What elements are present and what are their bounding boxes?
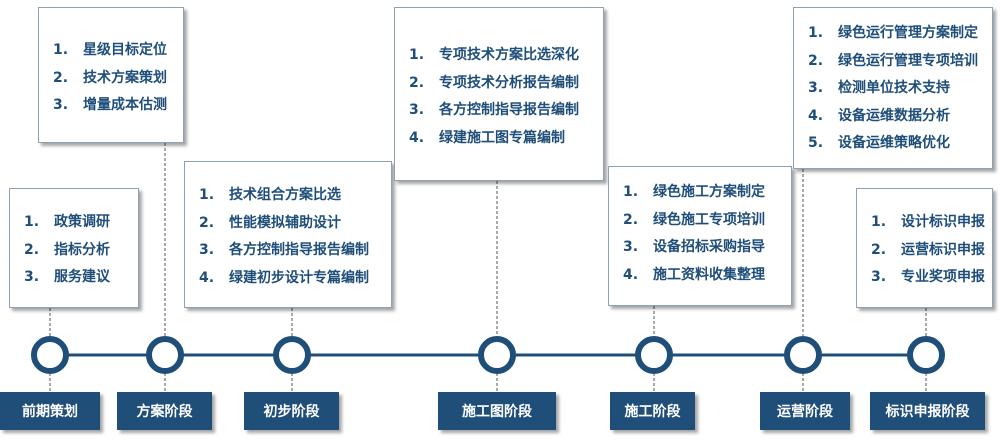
list-item: 3.各方控制指导报告编制 <box>199 242 369 258</box>
stage-label-certification: 标识申报阶段 <box>870 392 985 430</box>
stage-label-operation: 运营阶段 <box>760 392 850 430</box>
timeline-node <box>273 336 311 374</box>
card-operation: 1.绿色运行管理方案制定 2.绿色运行管理专项培训 3.检测单位技术支持 4.设… <box>793 7 993 169</box>
list-item: 1.星级目标定位 <box>53 42 167 58</box>
stage-label-construction: 施工阶段 <box>610 392 695 430</box>
list-item: 4.绿建施工图专篇编制 <box>409 129 565 146</box>
stage-label-scheme: 方案阶段 <box>117 392 212 430</box>
stage-label-preliminary: 初步阶段 <box>244 392 339 430</box>
list-item: 3.检测单位技术支持 <box>808 80 950 96</box>
card-scheme: 1.星级目标定位 2.技术方案策划 3.增量成本估测 <box>38 7 184 143</box>
list-item: 2.运营标识申报 <box>871 241 985 258</box>
list-item: 3.各方控制指导报告编制 <box>409 102 579 118</box>
timeline-node <box>635 336 673 374</box>
list-item: 4.绿建初步设计专篇编制 <box>199 269 369 286</box>
list-item: 1.政策调研 <box>24 214 110 230</box>
card-certification: 1.设计标识申报 2.运营标识申报 3.专业奖项申报 <box>856 188 993 308</box>
stage-label-planning: 前期策划 <box>0 392 100 430</box>
list-item: 1.绿色运行管理方案制定 <box>808 25 978 41</box>
list-item: 2.指标分析 <box>24 241 110 258</box>
list-item: 5.设备运维策略优化 <box>808 135 950 151</box>
timeline-node <box>907 336 945 374</box>
list-item: 3.专业奖项申报 <box>871 269 985 285</box>
list-item: 2.绿色运行管理专项培训 <box>808 52 978 69</box>
list-item: 1.专项技术方案比选深化 <box>409 47 579 63</box>
timeline-node <box>146 336 184 374</box>
stage-label-construction-drawing: 施工图阶段 <box>438 392 556 430</box>
card-construction-drawing: 1.专项技术方案比选深化 2.专项技术分析报告编制 3.各方控制指导报告编制 4… <box>394 7 604 181</box>
timeline-node <box>31 336 69 374</box>
list-item: 1.设计标识申报 <box>871 214 985 230</box>
list-item: 3.服务建议 <box>24 269 110 285</box>
list-item: 2.专项技术分析报告编制 <box>409 74 579 91</box>
list-item: 3.增量成本估测 <box>53 97 167 113</box>
timeline-node <box>784 336 822 374</box>
list-item: 4.施工资料收集整理 <box>623 266 765 283</box>
list-item: 2.性能模拟辅助设计 <box>199 214 341 231</box>
card-preliminary: 1.技术组合方案比选 2.性能模拟辅助设计 3.各方控制指导报告编制 4.绿建初… <box>184 161 392 308</box>
list-item: 2.绿色施工专项培训 <box>623 211 765 228</box>
timeline-node <box>478 336 516 374</box>
list-item: 1.技术组合方案比选 <box>199 187 341 203</box>
card-planning: 1.政策调研 2.指标分析 3.服务建议 <box>9 188 139 308</box>
list-item: 2.技术方案策划 <box>53 69 167 86</box>
list-item: 3.设备招标采购指导 <box>623 239 765 255</box>
list-item: 4.设备运维数据分析 <box>808 107 950 124</box>
list-item: 1.绿色施工方案制定 <box>623 184 765 200</box>
card-construction: 1.绿色施工方案制定 2.绿色施工专项培训 3.设备招标采购指导 4.施工资料收… <box>608 166 792 306</box>
